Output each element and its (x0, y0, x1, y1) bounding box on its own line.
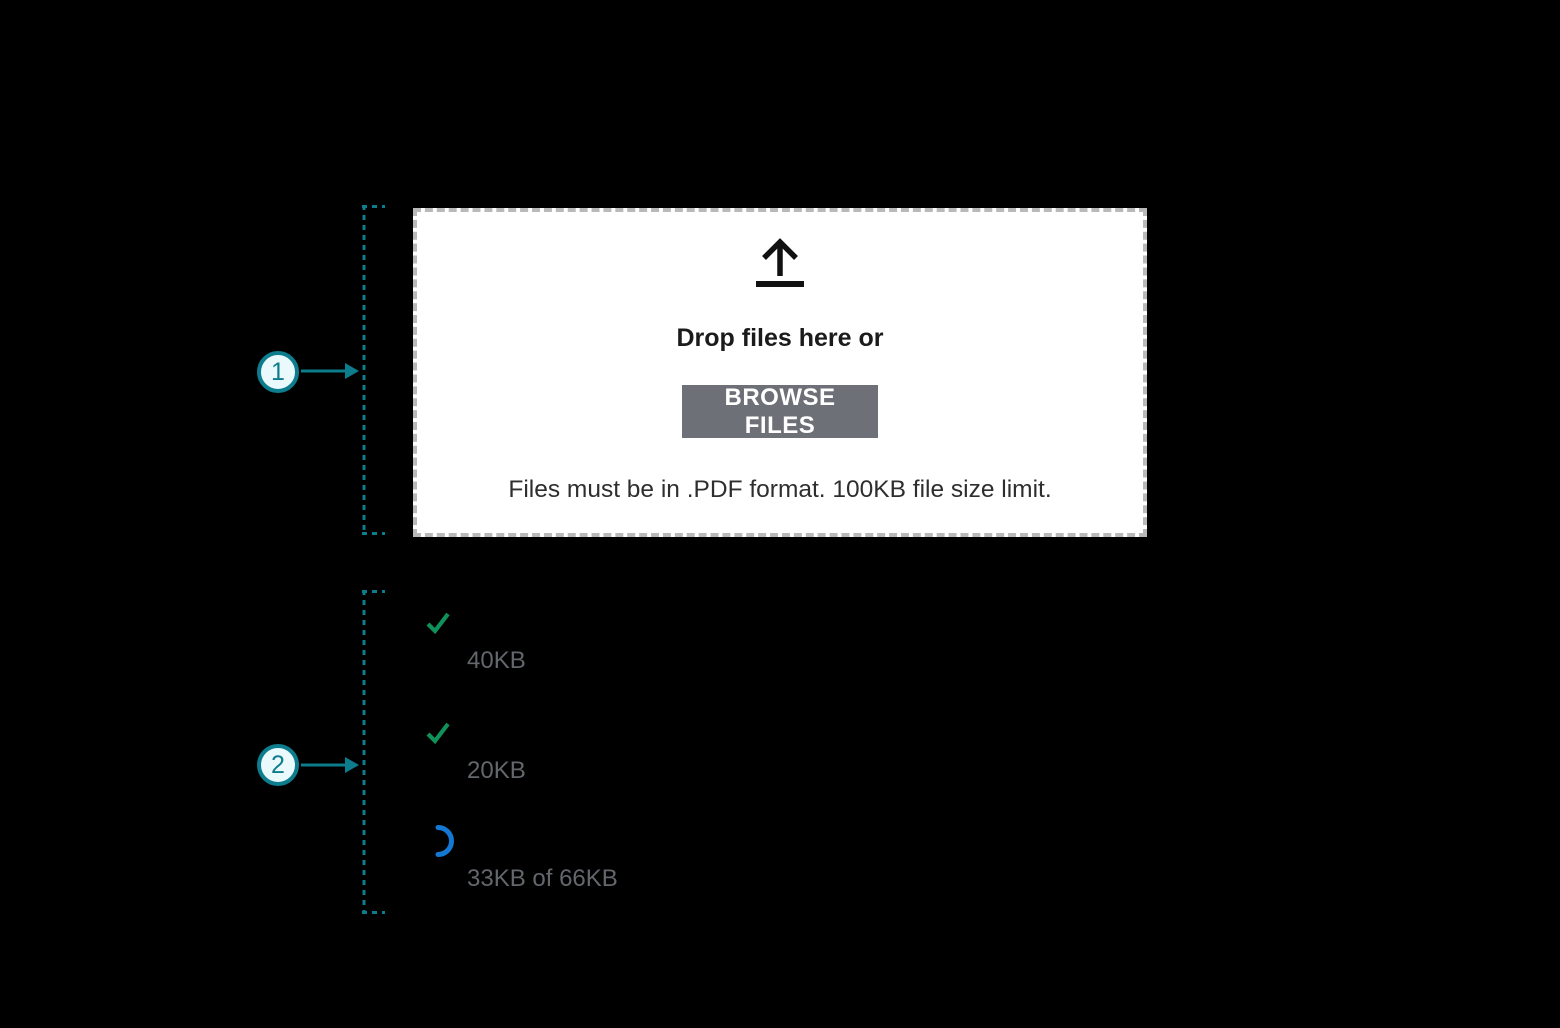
upload-arrow-icon (756, 238, 804, 287)
check-icon (426, 722, 450, 745)
file-progress-label: 33KB of 66KB (467, 865, 618, 892)
callout-2-region-bracket (362, 590, 385, 914)
callout-2-badge: 2 (257, 744, 299, 786)
file-size-label: 40KB (467, 647, 526, 674)
callout-1-badge: 1 (257, 351, 299, 393)
callout-1-arrow-icon (301, 363, 359, 379)
callout-2-arrow-icon (301, 757, 359, 773)
spinner-icon (435, 825, 454, 857)
browse-files-button[interactable]: BROWSE FILES (682, 384, 878, 439)
dropzone-format-note: Files must be in .PDF format. 100KB file… (508, 476, 1052, 503)
dropzone-heading: Drop files here or (676, 324, 884, 352)
callout-1-region-bracket (362, 205, 385, 535)
file-size-label: 20KB (467, 757, 526, 784)
file-dropzone[interactable]: Drop files here or BROWSE FILES Files mu… (413, 208, 1147, 537)
check-icon (426, 612, 450, 635)
